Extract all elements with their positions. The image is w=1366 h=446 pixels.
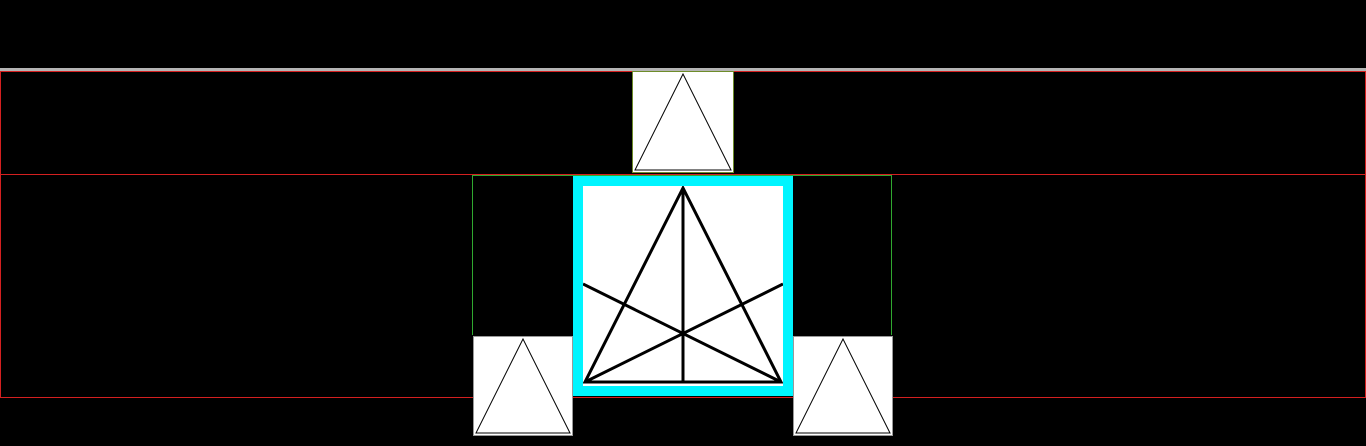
tile-center-selected[interactable] [573,176,793,396]
triangle-icon [475,337,571,434]
top-divider [0,68,1366,71]
triangle-icon [634,72,732,171]
triangle-medians-icon [583,186,783,384]
tile-left[interactable] [473,336,573,436]
tile-group-frame [472,175,892,335]
tile-top[interactable] [632,71,734,173]
triangle-icon [795,337,891,434]
tile-right[interactable] [793,336,893,436]
